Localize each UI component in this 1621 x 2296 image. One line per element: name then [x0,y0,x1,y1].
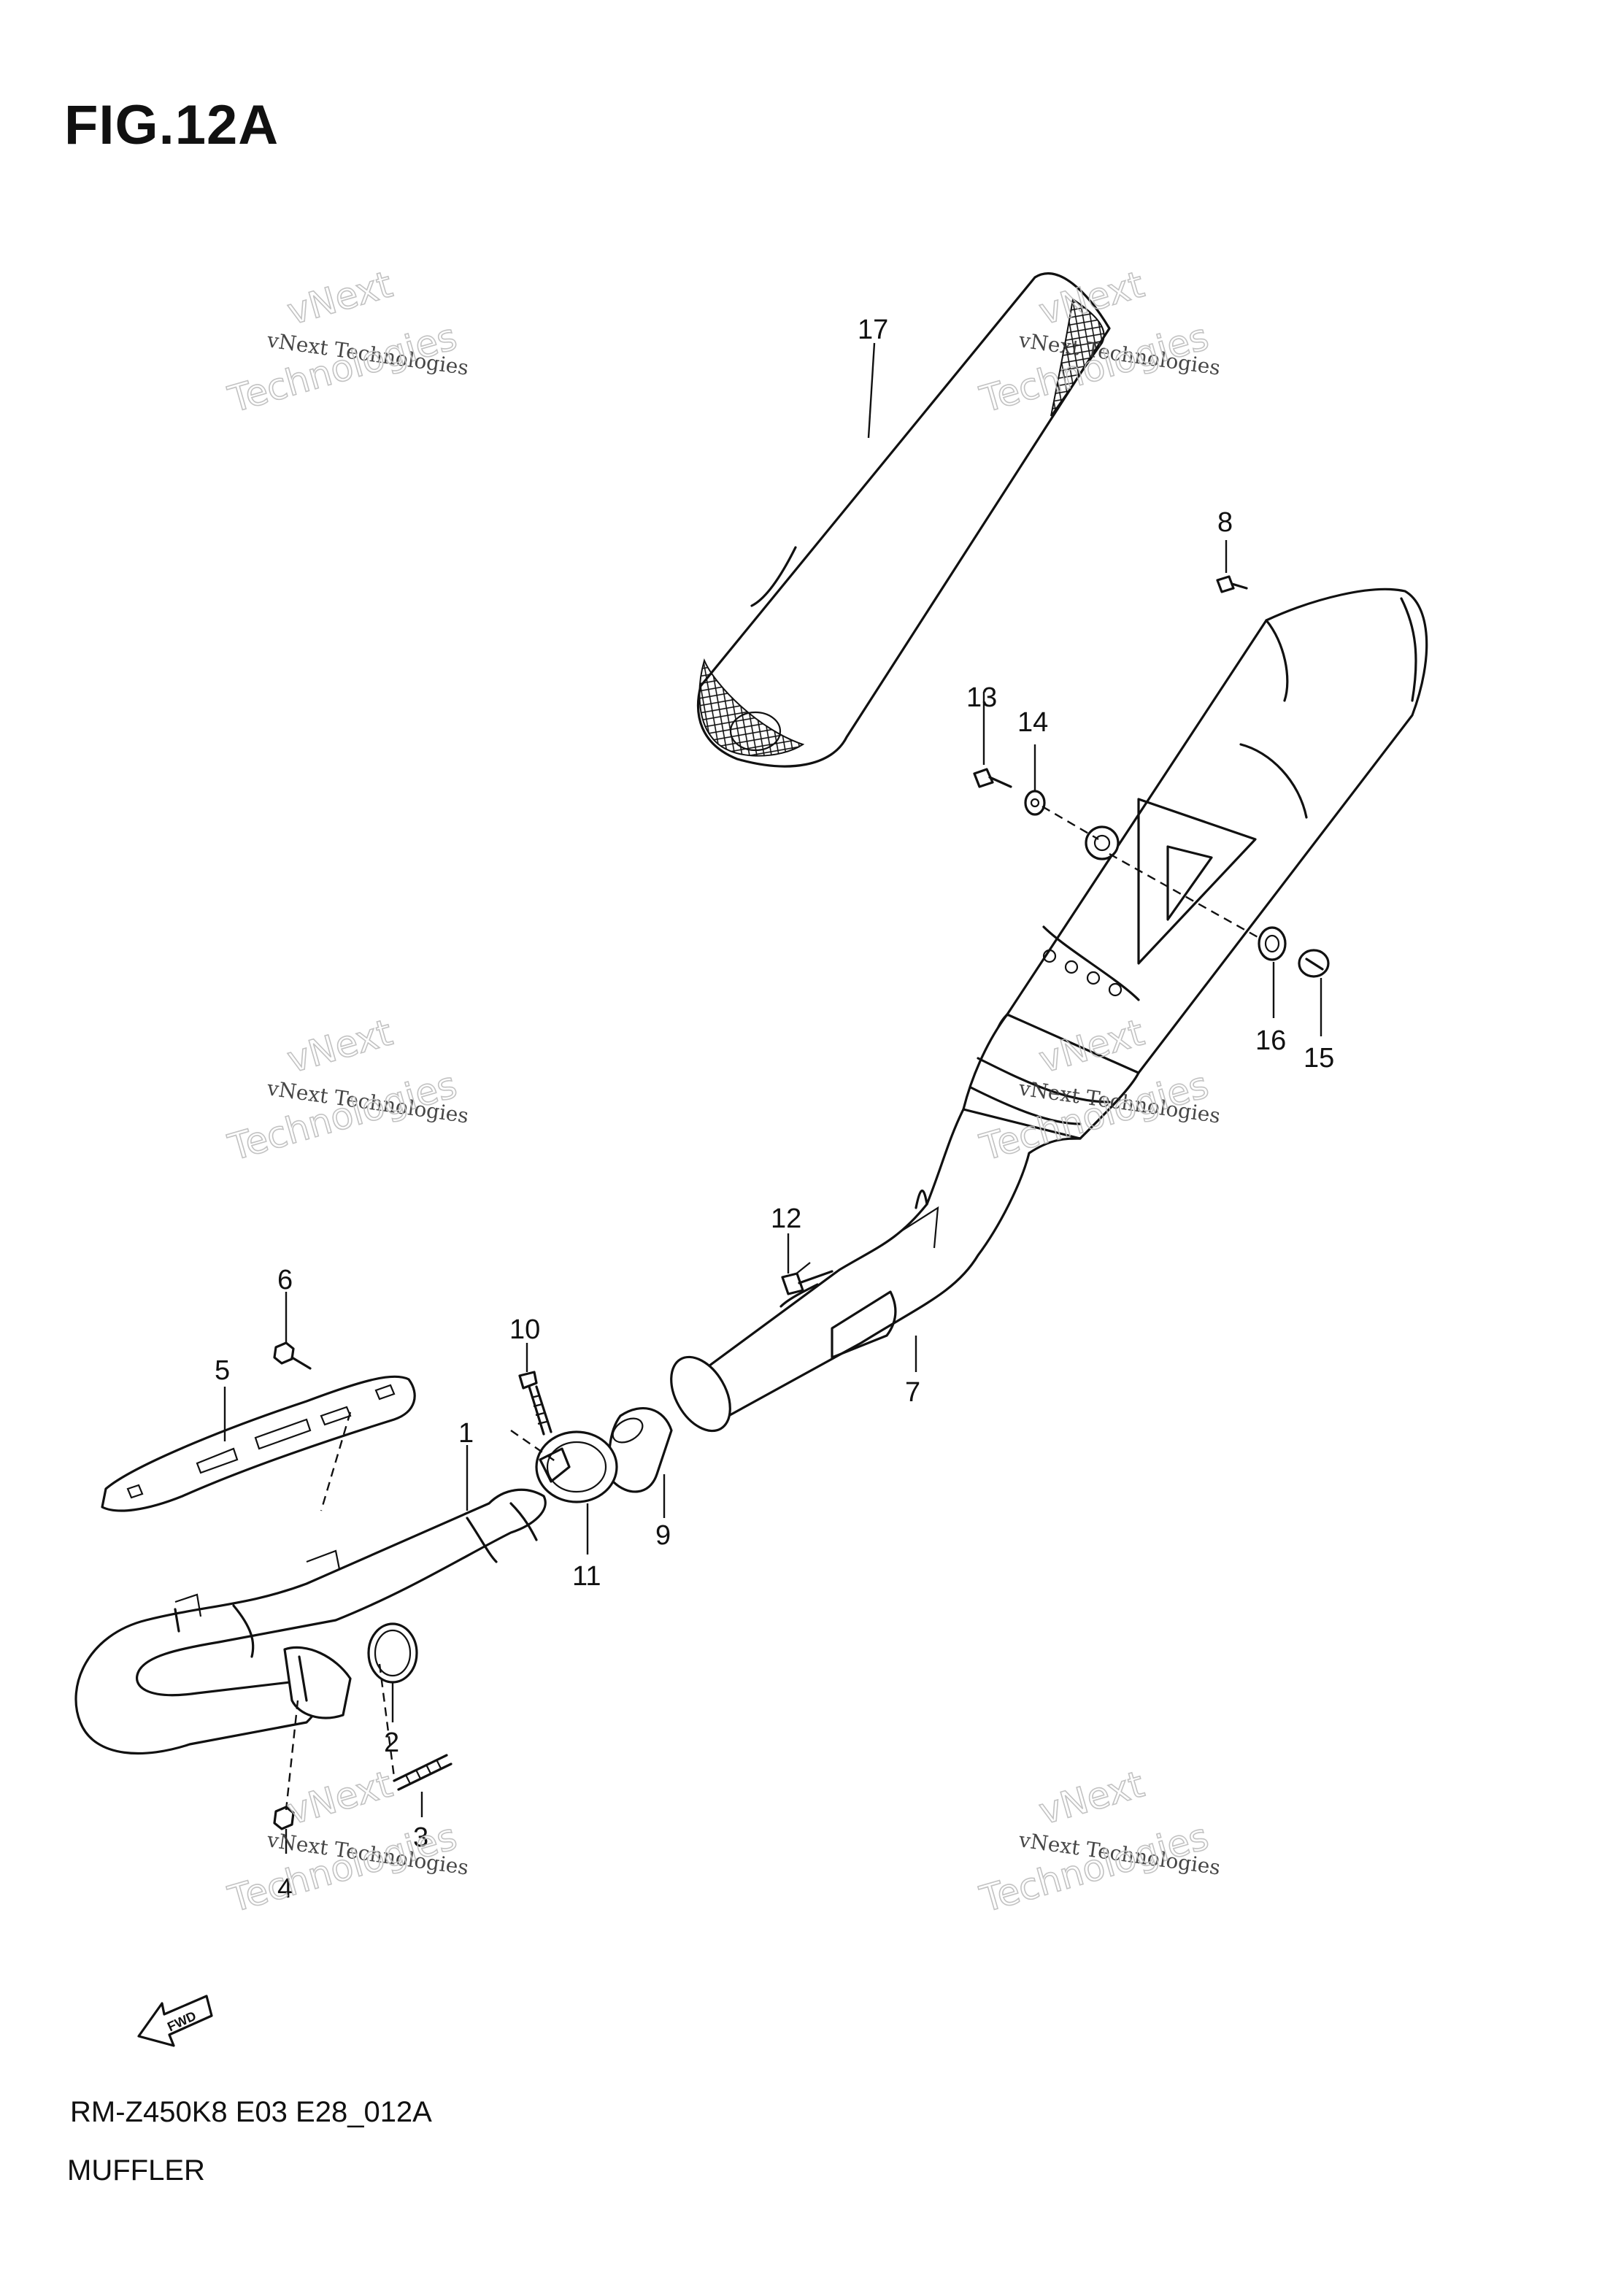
watermark-bottom-right: vNext vNext Technologies Technologies [975,1763,1222,1922]
callout-labels: 17 8 13 14 16 15 12 7 9 11 10 1 5 6 2 3 … [215,315,1334,1904]
watermark-top-left: vNext vNext Technologies Technologies [223,263,470,422]
part-12-bolt [781,1270,833,1295]
model-code: RM-Z450K8 E03 E28_012A [70,2096,432,2128]
part-7-exhaust-pipe [670,1108,1082,1433]
part-5-heat-shield [101,1375,416,1512]
part-10-bolt [518,1371,552,1436]
part-muffler-body [962,588,1428,1140]
callout-2: 2 [384,1727,399,1758]
part-6-bolt [273,1341,312,1370]
part-9-sleeve [608,1407,673,1493]
part-1-exhaust-header [74,1488,547,1755]
part-2-gasket [367,1622,418,1684]
part-17-muffler-cover [696,272,1111,768]
part-15-collar [1298,949,1330,978]
callout-1: 1 [458,1418,474,1449]
callout-5: 5 [215,1355,230,1386]
callout-9: 9 [655,1520,671,1551]
callout-4: 4 [277,1873,293,1904]
callout-13: 13 [966,682,997,713]
part-16-grommet [1258,926,1287,961]
part-14-washer [1024,790,1046,816]
part-11-clamp [535,1430,618,1503]
callout-7: 7 [905,1377,920,1408]
leader-lines [223,342,1322,1854]
svg-text:vNext: vNext [1034,1763,1148,1833]
callout-6: 6 [277,1265,293,1295]
callout-17: 17 [858,315,888,345]
callout-11: 11 [572,1561,601,1592]
fwd-arrow-icon: FWD [137,1995,213,2047]
figure-title: FIG.12A [64,94,280,156]
svg-text:vNext: vNext [282,1012,396,1082]
section-name: MUFFLER [67,2154,205,2187]
watermark-mid-left: vNext vNext Technologies Technologies [223,1011,470,1170]
callout-10: 10 [509,1314,540,1345]
callout-15: 15 [1304,1043,1334,1074]
part-13-bolt [973,768,1012,788]
svg-text:vNext: vNext [282,263,396,334]
assembly-lines [285,805,1260,1811]
callout-3: 3 [413,1822,428,1853]
part-8-bolt [1216,575,1248,593]
callout-8: 8 [1217,507,1233,538]
callout-16: 16 [1255,1025,1286,1056]
watermark-bottom-left: vNext vNext Technologies Technologies [223,1763,470,1922]
callout-14: 14 [1017,707,1048,738]
svg-text:vNext: vNext [282,1763,396,1833]
callout-12: 12 [771,1203,801,1234]
part-3-stud [393,1754,453,1791]
